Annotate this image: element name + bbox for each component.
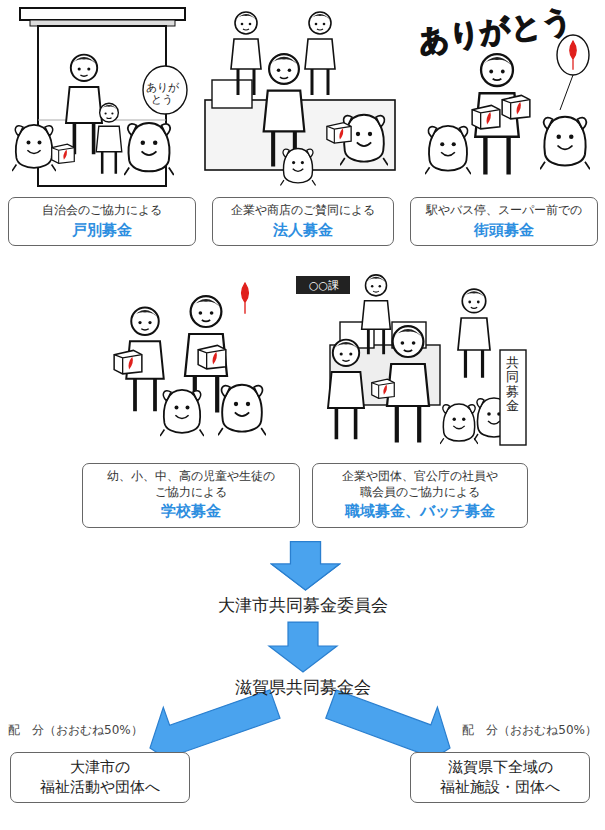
office-illustration <box>205 12 395 185</box>
node-heading: 戸別募金 <box>72 221 132 241</box>
house-illustration <box>12 8 187 186</box>
caption-box: 幼、小、中、高の児童や生徒の ご協力による学校募金 <box>82 463 300 528</box>
caption-box: 企業や団体、官公庁の社員や 職会員のご協力による職域募金、バッチ募金 <box>312 463 528 528</box>
node-text: 滋賀県下全域の 福祉施設・団体へ <box>419 758 581 797</box>
illustration-text: ありがとう <box>142 82 182 106</box>
school-illustration <box>114 283 266 436</box>
workplace-illustration <box>296 275 526 445</box>
node-text: 駅やバス停、スーパー前での <box>426 203 582 219</box>
node-heading: 職域募金、バッチ募金 <box>345 502 495 522</box>
node-text: 滋賀県共同募金会 <box>235 676 371 698</box>
caption-box: 自治会のご協力による戸別募金 <box>8 197 196 246</box>
illustration-text: ○○課 <box>299 278 349 293</box>
node-heading: 法人募金 <box>273 221 333 241</box>
caption-box: 大津市の 福祉活動や団体へ <box>10 752 190 803</box>
node-text: 企業や団体、官公庁の社員や 職会員のご協力による <box>321 469 519 500</box>
edge-label: 配 分（おおむね50%） <box>6 722 145 739</box>
node-heading: 街頭募金 <box>474 221 534 241</box>
node-heading: 学校募金 <box>161 502 221 522</box>
node-text: 大津市の 福祉活動や団体へ <box>19 758 181 797</box>
flow-arrow <box>272 542 340 590</box>
caption-box: 企業や商店のご賛同による法人募金 <box>212 197 394 246</box>
organization-label: 大津市共同募金委員会 <box>218 594 388 616</box>
edge-label: 配 分（おおむね50%） <box>460 722 599 739</box>
node-text: 自治会のご協力による <box>42 203 162 219</box>
flow-arrow <box>272 542 340 590</box>
organization-label: 滋賀県共同募金会 <box>235 676 371 698</box>
illustration-text: 共同募金 <box>506 356 519 413</box>
node-text: 企業や商店のご賛同による <box>231 203 375 219</box>
caption-box: 駅やバス停、スーパー前での街頭募金 <box>410 197 598 246</box>
node-text: 幼、小、中、高の児童や生徒の ご協力による <box>91 469 291 500</box>
illustration-text: ありがとう <box>416 2 560 62</box>
flow-arrow <box>269 622 337 672</box>
caption-box: 滋賀県下全域の 福祉施設・団体へ <box>410 752 590 803</box>
node-text: 大津市共同募金委員会 <box>218 594 388 616</box>
